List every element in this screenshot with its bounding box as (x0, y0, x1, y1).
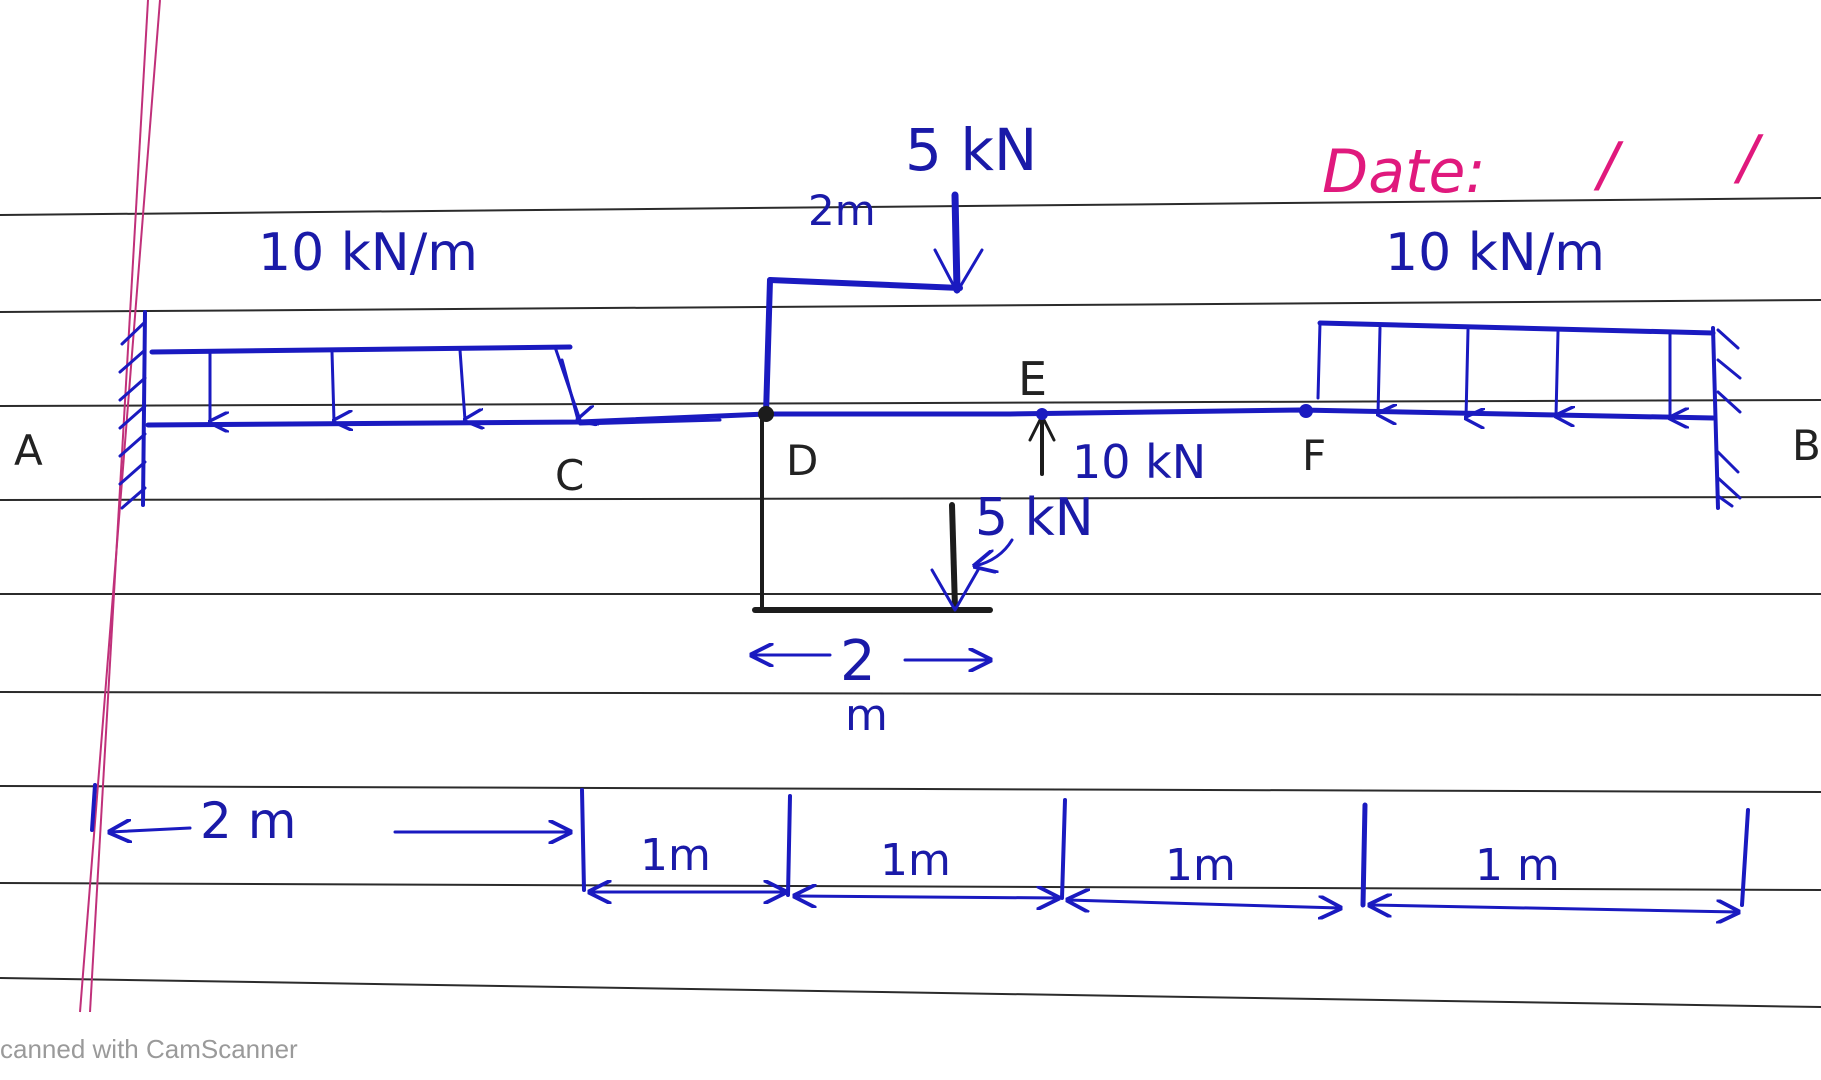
udl-left (149, 344, 580, 422)
top-arm-dimension: 2m (808, 186, 876, 235)
upward-load-e (1028, 408, 1056, 476)
label-a: A (14, 426, 43, 475)
scanner-footer: canned with CamScanner (0, 1034, 298, 1064)
span-2-label: 1m (880, 835, 951, 886)
margin-lines (79, 0, 161, 1013)
span-3-label: 1m (1165, 840, 1236, 891)
label-d: D (786, 436, 818, 485)
point-f-dot (1299, 404, 1313, 418)
right-fixed-support (1711, 326, 1742, 510)
span-4-label: 1 m (1475, 840, 1560, 891)
udl-right-label: 10 kN/m (1385, 223, 1605, 283)
label-f: F (1302, 431, 1326, 480)
top-point-load-label: 5 kN (905, 116, 1037, 184)
top-point-load (933, 191, 984, 294)
bottom-point-load-label: 5 kN (975, 488, 1094, 548)
date-slash-2: / (1733, 123, 1764, 193)
bracket-width-value: 2 (840, 629, 876, 694)
bracket-at-d (752, 277, 993, 613)
left-fixed-support (118, 310, 147, 510)
bracket-width-unit: m (845, 690, 888, 741)
point-e-dot (1036, 408, 1048, 420)
date-label: Date: (1322, 137, 1486, 207)
upward-load-e-label: 10 kN (1072, 435, 1206, 489)
udl-right (1316, 320, 1716, 418)
bracket-width-dimension (752, 655, 990, 660)
bottom-point-load (930, 502, 1014, 612)
span-dimension-line (90, 783, 1750, 912)
ruled-lines (0, 197, 1821, 1008)
main-beam (145, 407, 1716, 428)
udl-left-label: 10 kN/m (258, 223, 478, 283)
label-c: C (555, 451, 584, 500)
point-d-dot (758, 406, 774, 422)
date-slash-1: / (1593, 130, 1624, 200)
span-1-label: 1m (640, 830, 711, 881)
label-e: E (1018, 352, 1047, 406)
label-b: B (1792, 421, 1821, 470)
span-ac-label: 2 m (200, 792, 296, 850)
